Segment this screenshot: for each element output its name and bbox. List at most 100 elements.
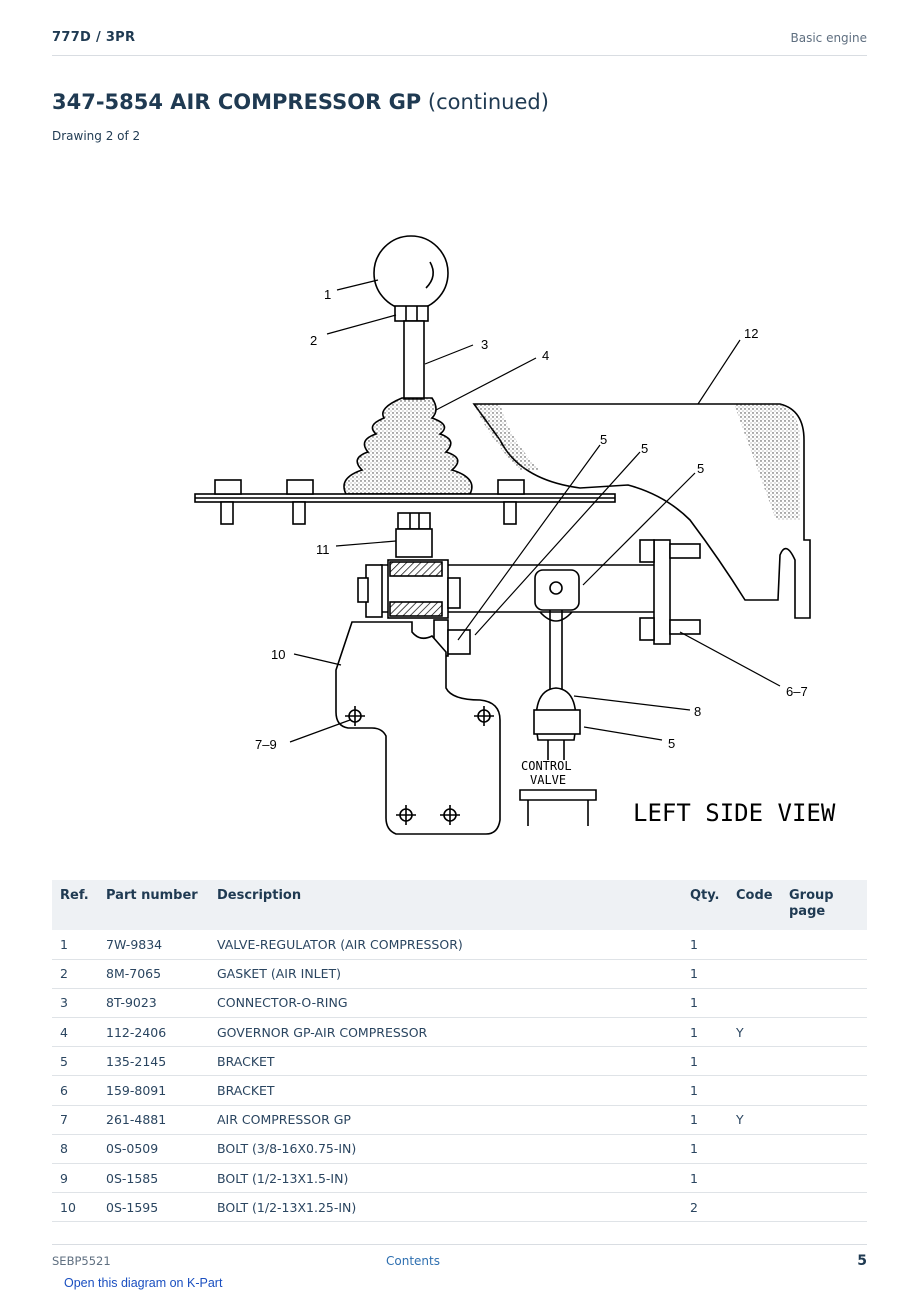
cell-qty: 1 [682, 959, 728, 989]
cell-qty: 1 [682, 1163, 728, 1194]
callout-5b: 5 [641, 441, 648, 456]
cell-ref: 10 [52, 1192, 98, 1223]
cell-group-page [781, 1192, 867, 1223]
engine-housing [472, 403, 811, 619]
cell-ref: 3 [52, 988, 98, 1019]
contents-link[interactable]: Contents [386, 1254, 440, 1268]
page-number: 5 [857, 1253, 867, 1269]
callout-2: 2 [310, 333, 317, 348]
cell-part-number[interactable]: 8M-7065 [98, 959, 209, 989]
col-qty: Qty. [682, 880, 728, 930]
cell-ref: 5 [52, 1046, 98, 1077]
cell-ref: 9 [52, 1163, 98, 1194]
cell-part-number[interactable]: 7W-9834 [98, 930, 209, 960]
page-header: 777D / 3PR Basic engine [52, 28, 867, 56]
cell-part-number[interactable]: 0S-1585 [98, 1163, 209, 1194]
cell-ref: 1 [52, 930, 98, 960]
kpart-link[interactable]: Open this diagram on K-Part [64, 1276, 223, 1290]
cell-part-number[interactable]: 0S-0509 [98, 1134, 209, 1165]
cell-description: GASKET (AIR INLET) [209, 959, 682, 989]
cell-description: BRACKET [209, 1046, 682, 1077]
callout-8: 8 [694, 704, 701, 719]
callout-5d: 5 [668, 736, 675, 751]
callout-labels: 1 2 3 4 5 5 5 12 11 10 6–7 8 5 7–9 CONTR… [255, 287, 836, 827]
col-part-number: Part number [98, 880, 209, 930]
cell-group-page [781, 959, 867, 989]
cell-ref: 6 [52, 1075, 98, 1106]
callout-12: 12 [744, 326, 758, 341]
callout-leaders [289, 279, 781, 743]
cell-ref: 2 [52, 959, 98, 989]
callout-5c: 5 [697, 461, 704, 476]
callout-7-9: 7–9 [255, 737, 277, 752]
cell-description: VALVE-REGULATOR (AIR COMPRESSOR) [209, 930, 682, 960]
cell-qty: 1 [682, 930, 728, 960]
callout-10: 10 [271, 647, 285, 662]
col-description: Description [209, 880, 682, 930]
cell-code [728, 988, 781, 1019]
cell-part-number[interactable]: 261-4881 [98, 1105, 209, 1135]
cell-part-number[interactable]: 0S-1595 [98, 1192, 209, 1223]
cell-code: Y [728, 1017, 781, 1048]
document-number: SEBP5521 [52, 1254, 111, 1268]
group-title: 347-5854 AIR COMPRESSOR GP [52, 90, 422, 114]
cell-qty: 1 [682, 988, 728, 1019]
cell-description: BRACKET [209, 1075, 682, 1106]
cell-qty: 1 [682, 1075, 728, 1106]
cell-group-page [781, 1046, 867, 1077]
cell-part-number[interactable]: 135-2145 [98, 1046, 209, 1077]
title-suffix: (continued) [427, 90, 549, 114]
view-label: LEFT SIDE VIEW [633, 799, 836, 827]
drawing-subtitle: Drawing 2 of 2 [52, 129, 141, 143]
callout-3: 3 [481, 337, 488, 352]
mounting-bracket [335, 621, 501, 835]
cell-part-number[interactable]: 159-8091 [98, 1075, 209, 1106]
regulator-knob [373, 235, 449, 311]
cell-description: AIR COMPRESSOR GP [209, 1105, 682, 1135]
cell-qty: 1 [682, 1046, 728, 1077]
cell-qty: 2 [682, 1192, 728, 1223]
col-code: Code [728, 880, 781, 930]
page-footer: SEBP5521 Contents 5 [52, 1244, 867, 1270]
cell-description: GOVERNOR GP-AIR COMPRESSOR [209, 1017, 682, 1048]
model-label: 777D / 3PR [52, 30, 136, 45]
cell-part-number[interactable]: 112-2406 [98, 1017, 209, 1048]
boot-bellows [343, 397, 473, 495]
cell-ref: 8 [52, 1134, 98, 1165]
callout-11: 11 [316, 542, 330, 557]
cell-code [728, 1134, 781, 1165]
cell-group-page [781, 1017, 867, 1048]
cell-qty: 1 [682, 1134, 728, 1165]
cell-code [728, 1075, 781, 1106]
cell-group-page [781, 930, 867, 960]
callout-5a: 5 [600, 432, 607, 447]
cell-code: Y [728, 1105, 781, 1135]
callout-1: 1 [324, 287, 331, 302]
cell-group-page [781, 1075, 867, 1106]
cell-qty: 1 [682, 1017, 728, 1048]
callout-4: 4 [542, 348, 549, 363]
cell-code [728, 1192, 781, 1223]
cell-description: BOLT (1/2-13X1.25-IN) [209, 1192, 682, 1223]
cell-code [728, 930, 781, 960]
cell-group-page [781, 988, 867, 1019]
cell-code [728, 959, 781, 989]
parts-diagram[interactable]: 1 2 3 4 5 5 5 12 11 10 6–7 8 5 7–9 CONTR… [185, 225, 845, 840]
cell-code [728, 1163, 781, 1194]
cell-part-number[interactable]: 8T-9023 [98, 988, 209, 1019]
cell-group-page [781, 1105, 867, 1135]
control-valve-label-1: CONTROL [521, 759, 572, 773]
col-ref: Ref. [52, 880, 98, 930]
parts-table: Ref. Part number Description Qty. Code G… [52, 880, 867, 1223]
table-header-row: Ref. Part number Description Qty. Code G… [52, 880, 867, 930]
